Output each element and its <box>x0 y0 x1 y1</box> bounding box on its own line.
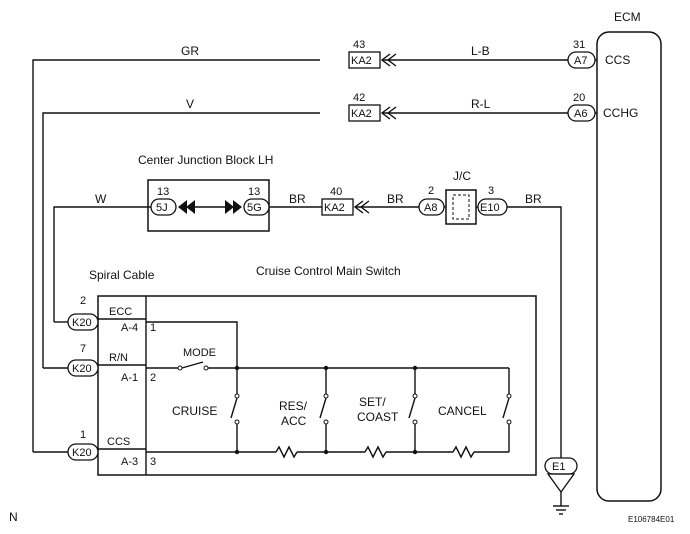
br-label-1: BR <box>289 192 306 206</box>
ka2-42-label: KA2 <box>351 108 372 120</box>
double-arrow-icon <box>380 106 397 120</box>
terminal-2: 2 <box>150 372 156 384</box>
acc-label: ACC <box>281 414 307 428</box>
set-label: SET/ <box>359 395 386 409</box>
5j-number: 13 <box>157 186 169 198</box>
a4-label: A-4 <box>121 322 138 334</box>
e1-label: E1 <box>552 461 565 473</box>
terminal-1: 1 <box>150 322 156 334</box>
ka2-42-number: 42 <box>353 92 365 104</box>
k20-1-label: K20 <box>72 317 92 329</box>
ground-arrow-icon <box>546 473 576 494</box>
ecc-line <box>146 321 238 370</box>
a7-label: A7 <box>574 55 587 67</box>
k20-3-label: K20 <box>72 447 92 459</box>
mode-switch <box>181 361 204 369</box>
w-wire-label: W <box>95 192 107 206</box>
double-arrow-icon <box>380 53 397 67</box>
jc-inner <box>452 194 470 220</box>
cruise-switch <box>230 397 238 419</box>
cjb-right-arrow-icon <box>225 200 242 214</box>
5g-label: 5G <box>247 202 262 214</box>
ecc-label: ECC <box>109 306 132 318</box>
k20-3-number: 1 <box>80 429 86 441</box>
gr-wire-label: GR <box>181 44 199 58</box>
spiral-cable-title: Spiral Cable <box>89 268 155 282</box>
resistor-2 <box>364 445 387 459</box>
k20-connector-3 <box>67 443 99 461</box>
jc-title: J/C <box>453 169 471 183</box>
ka2-43-number: 43 <box>353 39 365 51</box>
cjb-left-arrow-icon <box>178 200 195 214</box>
a8-number: 2 <box>428 185 434 197</box>
cancel-switch <box>502 397 510 419</box>
ecm-title: ECM <box>614 10 641 24</box>
res-label: RES/ <box>279 399 308 413</box>
ecm-ccs-label: CCS <box>605 53 630 67</box>
w-wire <box>53 206 151 322</box>
cruise-label: CRUISE <box>172 404 217 418</box>
br-wire-3 <box>507 206 562 458</box>
a6-label: A6 <box>574 108 587 120</box>
br-label-2: BR <box>387 192 404 206</box>
a8-label: A8 <box>424 202 437 214</box>
coast-label: COAST <box>357 410 399 424</box>
figure-code: E106784E01 <box>628 515 675 524</box>
rl-wire-label: R-L <box>471 97 491 111</box>
mode-label: MODE <box>183 347 216 359</box>
cancel-label: CANCEL <box>438 404 487 418</box>
set-coast-switch <box>408 397 416 419</box>
5g-number: 13 <box>248 186 260 198</box>
k20-connector-1 <box>67 313 99 331</box>
resistor-1 <box>275 445 298 459</box>
ka2-40-number: 40 <box>330 186 342 198</box>
e10-number: 3 <box>488 185 494 197</box>
a6-number: 20 <box>573 92 585 104</box>
rn-label: R/N <box>109 352 128 364</box>
lb-wire-label: L-B <box>471 44 490 58</box>
ka2-connector-40 <box>321 198 354 216</box>
k20-connector-2 <box>67 359 99 377</box>
ka2-43-label: KA2 <box>351 55 372 67</box>
a3-label: A-3 <box>121 456 138 468</box>
e10-label: E10 <box>480 202 500 214</box>
gr-wire <box>32 59 320 452</box>
5j-label: 5J <box>156 202 168 214</box>
a7-number: 31 <box>573 39 585 51</box>
corner-mark: N <box>9 510 18 524</box>
ka2-connector-43 <box>348 51 381 69</box>
v-wire-label: V <box>186 97 194 111</box>
main-switch-title: Cruise Control Main Switch <box>256 264 401 278</box>
res-acc-switch <box>319 397 327 419</box>
terminal-3: 3 <box>150 456 156 468</box>
k20-2-label: K20 <box>72 363 92 375</box>
5j-connector <box>150 198 177 216</box>
cjb-title: Center Junction Block LH <box>138 153 273 167</box>
ccs-label: CCS <box>107 436 130 448</box>
br-label-3: BR <box>525 192 542 206</box>
ecm-cchg-label: CCHG <box>603 106 638 120</box>
ka2-connector-42 <box>348 104 381 122</box>
k20-1-number: 2 <box>80 295 86 307</box>
switch-assembly-box <box>97 295 537 476</box>
ka2-40-label: KA2 <box>324 202 345 214</box>
resistor-3 <box>452 445 475 459</box>
v-wire <box>42 112 320 368</box>
a1-label: A-1 <box>121 372 138 384</box>
k20-2-number: 7 <box>80 343 86 355</box>
ecm-box <box>596 31 662 502</box>
